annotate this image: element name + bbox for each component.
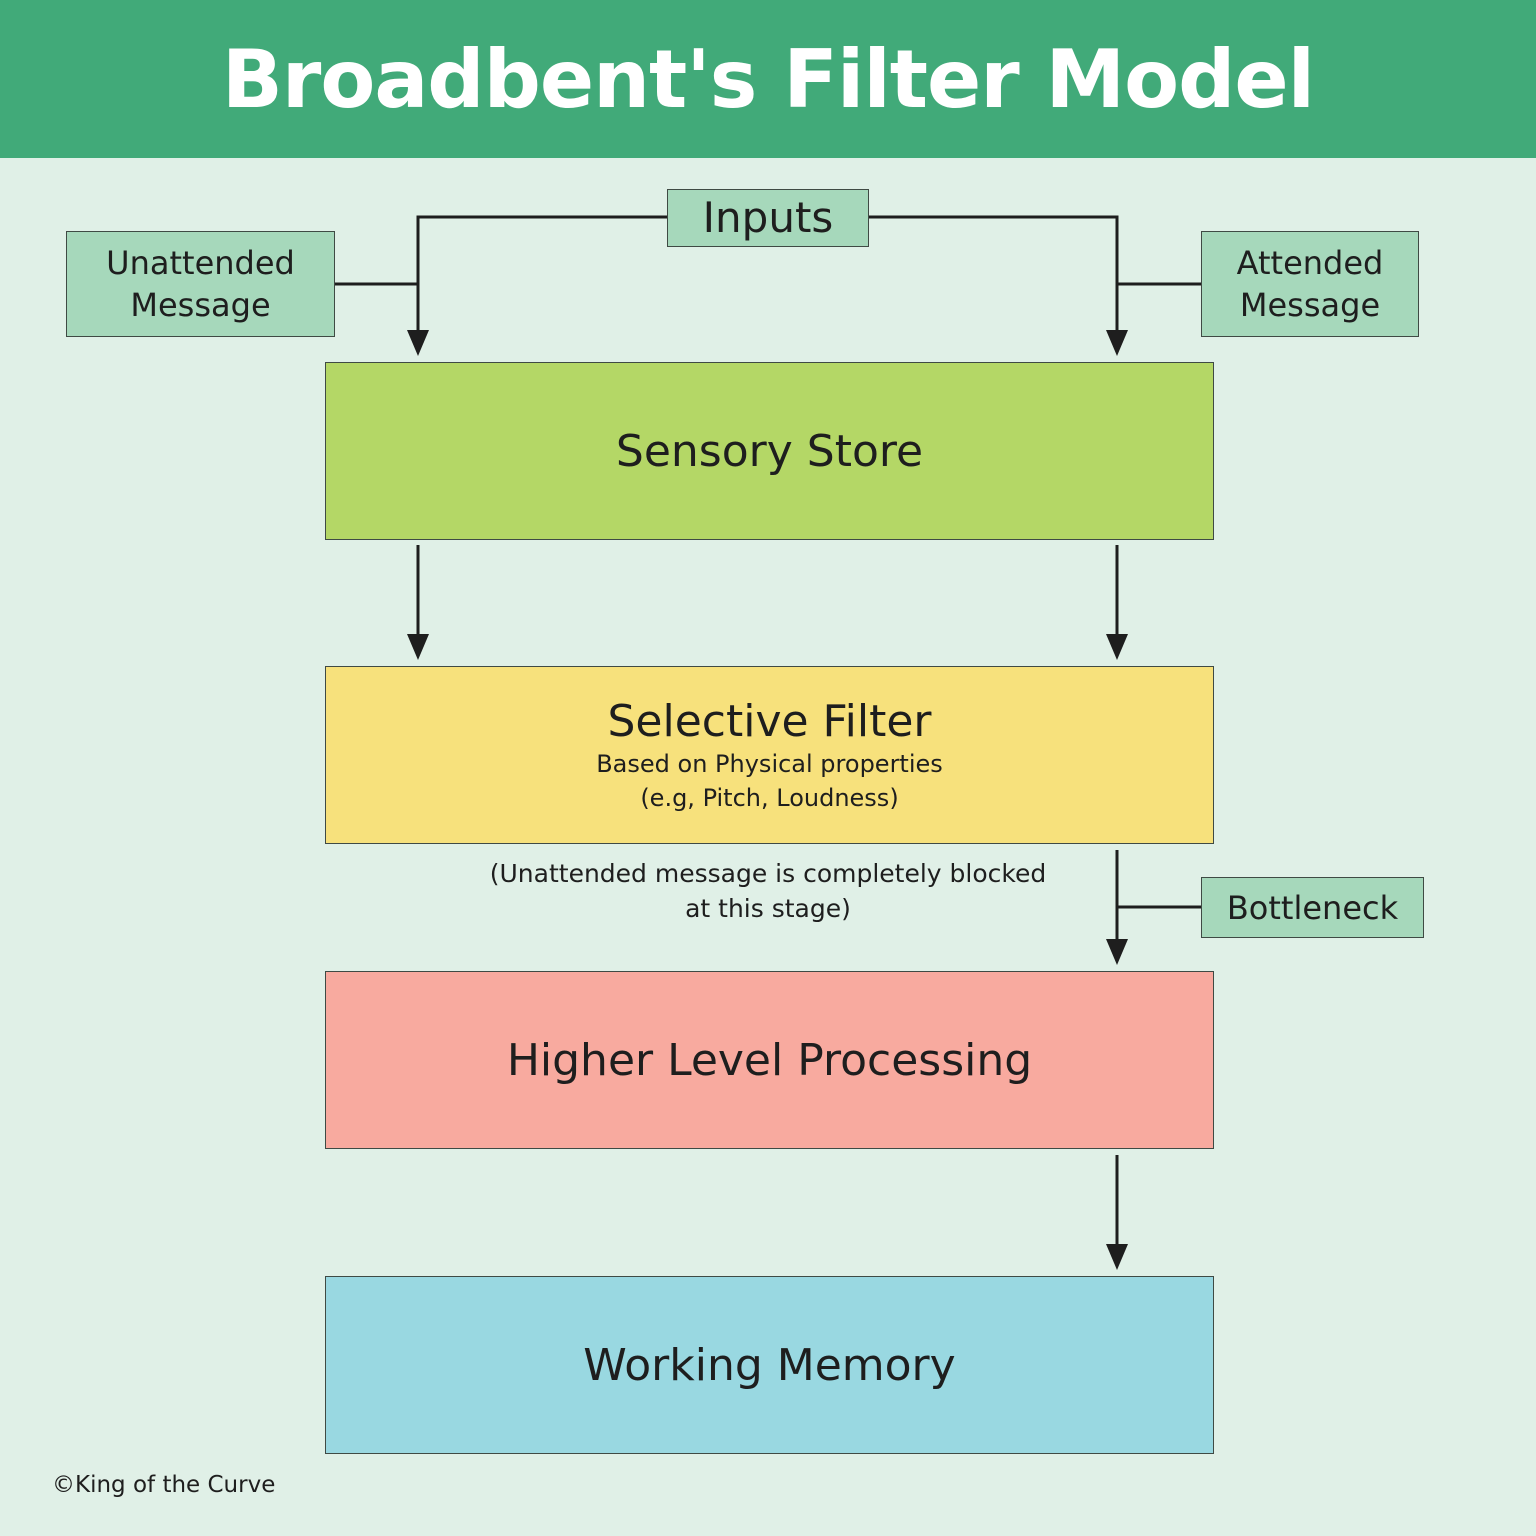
arrowhead-right-top bbox=[1106, 330, 1128, 356]
copyright-text: ©King of the Curve bbox=[52, 1472, 276, 1498]
page-title: Broadbent's Filter Model bbox=[221, 32, 1315, 126]
sensory-store-label: Sensory Store bbox=[615, 425, 924, 477]
inputs-label: Inputs bbox=[702, 193, 834, 242]
header-banner: Broadbent's Filter Model bbox=[0, 0, 1536, 158]
bottleneck-box: Bottleneck bbox=[1201, 877, 1424, 938]
unattended-message-box: Unattended Message bbox=[66, 231, 335, 337]
working-memory-label: Working Memory bbox=[583, 1339, 956, 1391]
attended-message-box: Attended Message bbox=[1201, 231, 1419, 337]
blocked-note: (Unattended message is completely blocke… bbox=[470, 856, 1066, 926]
sensory-store-box: Sensory Store bbox=[325, 362, 1214, 540]
higher-level-processing-label: Higher Level Processing bbox=[506, 1034, 1033, 1086]
selective-filter-label: Selective Filter bbox=[607, 695, 932, 747]
selective-filter-basis: Based on Physical properties bbox=[596, 749, 943, 778]
unattended-message-label: Unattended Message bbox=[106, 244, 295, 324]
bottleneck-label: Bottleneck bbox=[1226, 888, 1399, 927]
input-connector-left bbox=[416, 215, 667, 338]
selective-filter-box: Selective Filter Based on Physical prope… bbox=[325, 666, 1214, 844]
input-connector-right bbox=[868, 215, 1119, 338]
working-memory-box: Working Memory bbox=[325, 1276, 1214, 1454]
inputs-box: Inputs bbox=[667, 189, 869, 247]
arrowhead-left-top bbox=[407, 330, 429, 356]
blocked-note-line2: at this stage) bbox=[685, 894, 851, 923]
selective-filter-examples: (e.g, Pitch, Loudness) bbox=[640, 783, 899, 812]
blocked-note-line1: (Unattended message is completely blocke… bbox=[489, 859, 1047, 888]
higher-level-processing-box: Higher Level Processing bbox=[325, 971, 1214, 1149]
attended-message-label: Attended Message bbox=[1236, 244, 1384, 324]
